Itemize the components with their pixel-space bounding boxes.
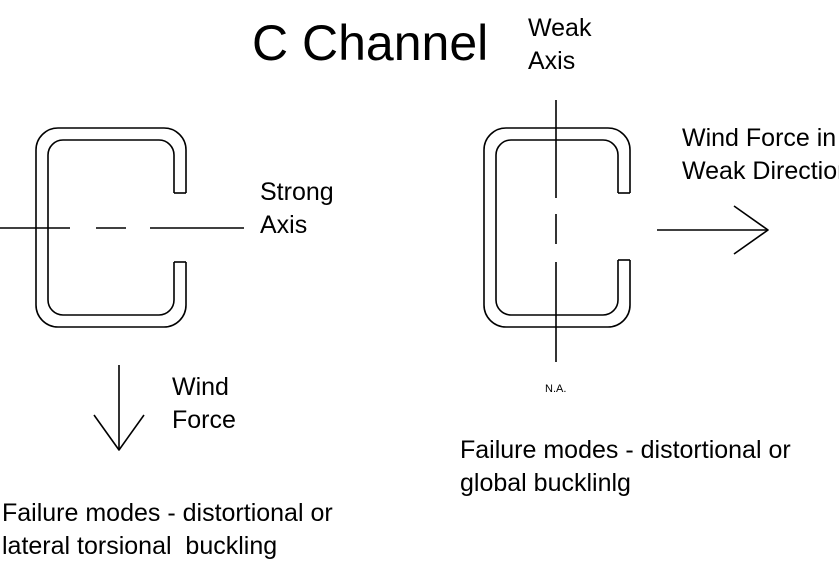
strong-axis-label-line1: Strong bbox=[260, 178, 334, 206]
left-c-channel-section: Strong Axis Wind Force Failure modes - d… bbox=[0, 127, 334, 560]
wind-force-down-arrow bbox=[93, 365, 145, 451]
wind-force-right-arrow bbox=[657, 205, 769, 255]
left-failure-modes-line1: Failure modes - distortional or bbox=[2, 499, 333, 527]
right-c-channel-section: Weak Axis N.A. Wind Force in Weak Direct… bbox=[460, 14, 839, 497]
neutral-axis-label: N.A. bbox=[545, 383, 566, 395]
weak-axis-label-line1: Weak bbox=[528, 14, 592, 42]
right-failure-modes-line1: Failure modes - distortional or bbox=[460, 436, 791, 464]
right-channel-inner-edge bbox=[495, 139, 619, 316]
strong-axis-label-line2: Axis bbox=[260, 211, 307, 239]
wind-force-label-line1: Wind bbox=[172, 373, 229, 401]
left-failure-modes-line2: lateral torsional buckling bbox=[2, 532, 277, 560]
right-failure-modes-line2: global bucklinlg bbox=[460, 469, 631, 497]
weak-wind-force-label-line2: Weak Direction bbox=[682, 157, 839, 185]
weak-wind-force-label-line1: Wind Force in bbox=[682, 124, 836, 152]
weak-axis-label-line2: Axis bbox=[528, 47, 575, 75]
wind-force-label-line2: Force bbox=[172, 406, 236, 434]
diagram-title: C Channel bbox=[252, 15, 488, 71]
right-channel-outer-edge bbox=[483, 127, 631, 328]
